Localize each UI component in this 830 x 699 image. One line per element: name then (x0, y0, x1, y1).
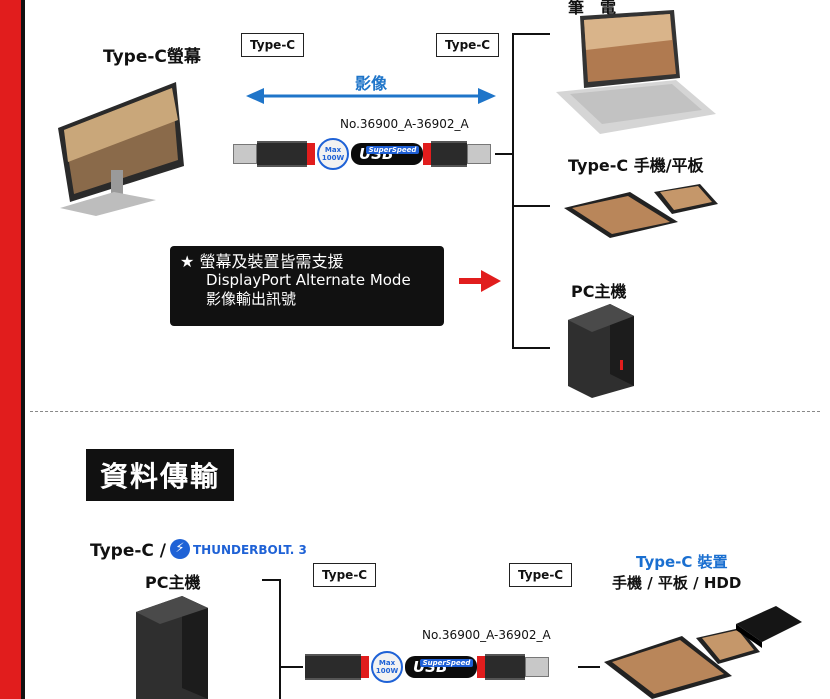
usb-logo-bottom: USB SuperSpeed (405, 656, 478, 678)
pd-watt-text-bottom: 100W (375, 667, 399, 675)
video-label: 影像 (355, 74, 388, 93)
thunderbolt-label: THUNDERBOLT. 3 (193, 543, 307, 557)
red-ring-left-bottom (361, 656, 369, 678)
host-pc-label: PC主機 (145, 573, 201, 592)
tablet-phone-image (564, 184, 718, 238)
section-title: 資料傳輸 (86, 449, 235, 501)
red-ring-right-bottom (477, 656, 486, 678)
host-bracket-top (262, 579, 280, 581)
notice-line-1: 螢幕及裝置皆需支援 (199, 252, 344, 271)
left-accent-bar (0, 0, 25, 699)
host-bracket-vertical (279, 579, 281, 699)
pc-tower-image (568, 304, 634, 398)
double-arrow-icon (246, 88, 496, 104)
section-divider (30, 411, 820, 412)
pc-label: PC主機 (571, 282, 627, 301)
plug-right-bottom (525, 657, 550, 677)
connector-right (431, 141, 468, 167)
thunderbolt-icon: ⚡ (170, 539, 190, 559)
host-to-cable-line (279, 666, 303, 668)
bracket-bottom-line (512, 347, 550, 349)
bracket-top-line (512, 33, 550, 35)
type-c-tag-left-bottom: Type-C (313, 563, 377, 587)
type-c-tag-right-bottom: Type-C (509, 563, 573, 587)
red-ring-right (423, 143, 432, 165)
device-label-line1: Type-C 裝置 (636, 553, 728, 571)
plug-left (233, 144, 257, 164)
type-c-tag-left: Type-C (241, 33, 305, 57)
monitor-image (58, 82, 184, 216)
pd-max-text-bottom: Max (378, 659, 396, 667)
bracket-vertical (512, 33, 514, 349)
host-label: Type-C / (90, 541, 166, 561)
red-ring-left (307, 143, 315, 165)
model-number-bottom: No.36900_A-36902_A (422, 628, 551, 642)
monitor-label: Type-C螢幕 (103, 47, 201, 67)
devices-image (604, 606, 802, 699)
pd-max-text: Max (324, 146, 342, 154)
notice-line-2: DisplayPort Alternate Mode (206, 271, 411, 289)
usb-logo: USB SuperSpeed (351, 143, 424, 165)
host-pc-tower-image (136, 596, 208, 699)
connector-left-bottom (305, 654, 361, 680)
device-label-line2: 手機 / 平板 / HDD (612, 574, 742, 592)
star-icon: ★ (180, 252, 195, 271)
type-c-tag-right: Type-C (436, 33, 500, 57)
usb-speed-text-bottom: SuperSpeed (422, 659, 471, 667)
notice-line-3: 影像輸出訊號 (206, 290, 297, 308)
plug-right (467, 144, 492, 164)
connector-right-bottom (485, 654, 526, 680)
notice-box: ★ 螢幕及裝置皆需支援 DisplayPort Alternate Mode 影… (170, 246, 444, 326)
notice-title-row: ★ 螢幕及裝置皆需支援 (180, 252, 434, 271)
usb-speed-text: SuperSpeed (368, 146, 417, 154)
pd-watt-text: 100W (321, 154, 345, 162)
laptop-image (556, 10, 716, 134)
host-label-prefix: Type-C / (90, 541, 167, 561)
usb-superspeed-badge-bottom: SuperSpeed (419, 659, 474, 667)
phone-tablet-label: Type-C 手機/平板 (568, 156, 704, 175)
connector-left (257, 141, 307, 167)
cable-to-bracket-line (495, 153, 512, 155)
bracket-middle-line (512, 205, 550, 207)
red-arrow-icon (459, 270, 501, 292)
model-number: No.36900_A-36902_A (340, 117, 469, 131)
laptop-label: 筆 電 (568, 0, 617, 17)
usb-superspeed-badge: SuperSpeed (365, 146, 420, 154)
cable-to-device-line (578, 666, 600, 668)
